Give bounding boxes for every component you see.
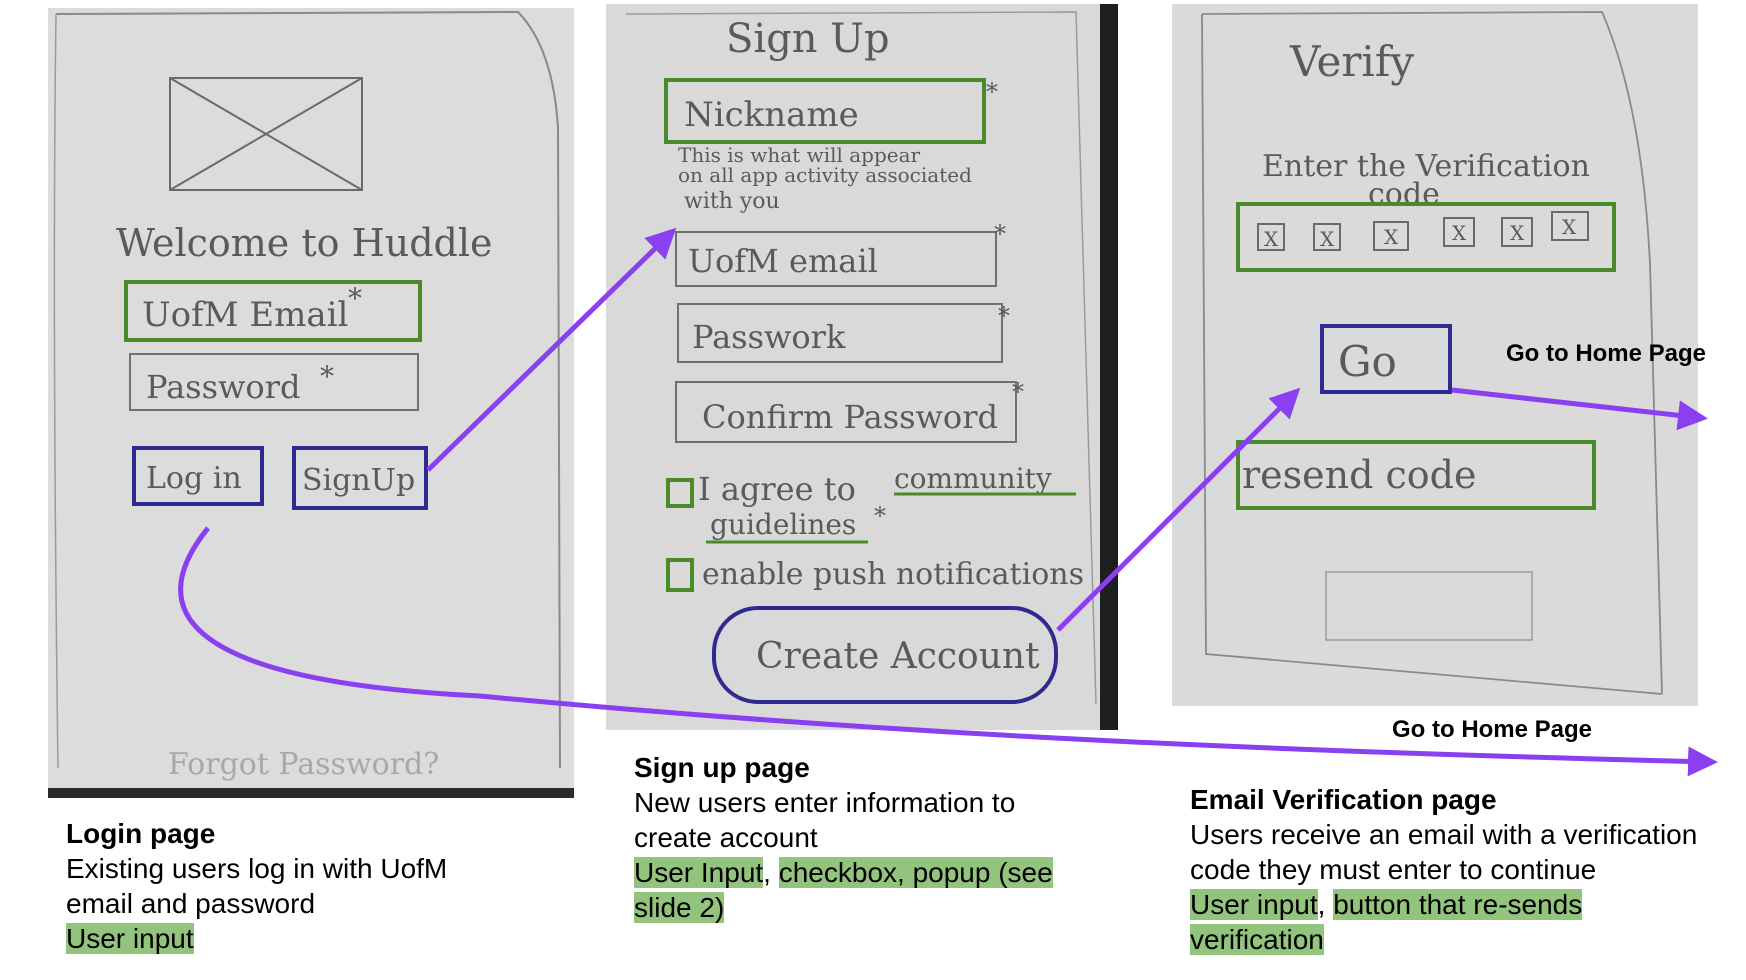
nickname-hint: with you — [684, 189, 780, 214]
code-digit-box[interactable]: X — [1551, 211, 1589, 241]
svg-text:*: * — [1012, 378, 1024, 406]
svg-text:*: * — [986, 78, 998, 106]
signup-button[interactable]: SignUp — [292, 446, 428, 510]
signup-tag: slide 2) — [634, 892, 725, 923]
svg-text:X: X — [1320, 227, 1335, 251]
verify-title: Verify — [1289, 37, 1414, 86]
signup-tag: User Input — [634, 857, 764, 888]
login-caption-title: Login page — [66, 818, 216, 849]
go-button[interactable]: Go — [1320, 324, 1452, 394]
signup-email-field[interactable]: UofM email * — [675, 220, 1006, 287]
go-home-annotation: Go to Home Page — [1392, 716, 1593, 743]
signup-caption-title: Sign up page — [634, 752, 810, 783]
svg-text:Confirm Password: Confirm Password — [702, 398, 998, 436]
community-guidelines-link[interactable]: guidelines — [710, 508, 856, 541]
svg-text:X: X — [1384, 225, 1399, 249]
svg-text:Log in: Log in — [146, 461, 242, 496]
svg-text:*: * — [348, 282, 362, 315]
verify-tag: verification — [1190, 924, 1324, 955]
code-digit-box[interactable]: X — [1257, 223, 1285, 251]
nickname-hint: on all app activity associated — [678, 163, 972, 187]
svg-text:Create Account: Create Account — [756, 636, 1040, 677]
code-digit-box[interactable]: X — [1443, 217, 1475, 247]
code-digit-box[interactable]: X — [1313, 223, 1341, 251]
login-email-field[interactable]: UofM Email * — [124, 280, 422, 342]
svg-text:X: X — [1452, 221, 1467, 245]
svg-text:*: * — [994, 220, 1006, 248]
signup-sketch-photo: Sign Up Nickname * This is what will app… — [606, 4, 1118, 730]
verify-tag: button that re-sends — [1333, 889, 1583, 920]
svg-text:Go: Go — [1338, 337, 1397, 386]
svg-text:SignUp: SignUp — [302, 463, 415, 498]
verify-tag: User input — [1190, 889, 1318, 920]
login-sketch-photo: Welcome to Huddle UofM Email * Password … — [48, 8, 574, 798]
login-caption-text: Existing users log in with UofM — [66, 853, 448, 884]
verify-instruction: Enter the Verification — [1262, 149, 1590, 184]
svg-text:*: * — [998, 302, 1010, 330]
signup-tag: checkbox, popup (see — [778, 857, 1053, 888]
signup-caption: Sign up page New users enter information… — [634, 750, 1053, 925]
signup-title: Sign Up — [726, 16, 890, 62]
agree-label: I agree to — [698, 470, 856, 508]
code-digit-box[interactable]: X — [1501, 217, 1533, 247]
guidelines-checkbox[interactable] — [666, 478, 694, 508]
svg-text:X: X — [1510, 221, 1525, 245]
image-placeholder — [169, 77, 363, 191]
required-mark: * — [874, 502, 886, 530]
svg-text:resend code: resend code — [1242, 453, 1477, 497]
nickname-field[interactable]: Nickname * — [664, 78, 998, 144]
login-caption-text: email and password — [66, 888, 316, 919]
verify-caption-text: code they must enter to continue — [1190, 854, 1597, 885]
verification-code-input[interactable]: X X X X X X — [1236, 202, 1616, 272]
svg-text:Password: Password — [146, 368, 300, 406]
verify-caption: Email Verification page Users receive an… — [1190, 782, 1697, 957]
svg-text:UofM Email: UofM Email — [142, 295, 348, 335]
signup-caption-text: New users enter information to — [634, 787, 1016, 818]
signup-caption-text: create account — [634, 822, 818, 853]
svg-text:X: X — [1562, 215, 1577, 239]
signup-password-field[interactable]: Passwork * — [677, 302, 1010, 363]
community-guidelines-link[interactable]: community — [894, 462, 1052, 495]
confirm-password-field[interactable]: Confirm Password * — [675, 378, 1024, 443]
svg-text:X: X — [1264, 227, 1279, 251]
login-caption: Login page Existing users log in with Uo… — [66, 816, 447, 956]
svg-text:Passwork: Passwork — [692, 318, 846, 356]
go-home-annotation: Go to Home Page — [1506, 340, 1707, 367]
tag-separator: , — [763, 857, 779, 888]
svg-text:Nickname: Nickname — [684, 95, 859, 135]
login-button[interactable]: Log in — [132, 446, 264, 506]
verify-caption-text: Users receive an email with a verificati… — [1190, 819, 1698, 850]
verify-caption-title: Email Verification page — [1190, 784, 1497, 815]
welcome-text: Welcome to Huddle — [116, 221, 493, 265]
svg-text:*: * — [320, 360, 334, 393]
forgot-password-link[interactable]: Forgot Password? — [168, 747, 439, 782]
push-notifications-label: enable push notifications — [702, 557, 1084, 592]
login-tag: User input — [66, 923, 194, 954]
code-digit-box[interactable]: X — [1373, 221, 1409, 251]
login-password-field[interactable]: Password * — [129, 353, 419, 411]
nickname-hint: This is what will appear — [678, 143, 921, 167]
verify-instruction: code — [1368, 177, 1440, 212]
tag-separator: , — [1317, 889, 1334, 920]
svg-text:UofM email: UofM email — [688, 242, 878, 280]
